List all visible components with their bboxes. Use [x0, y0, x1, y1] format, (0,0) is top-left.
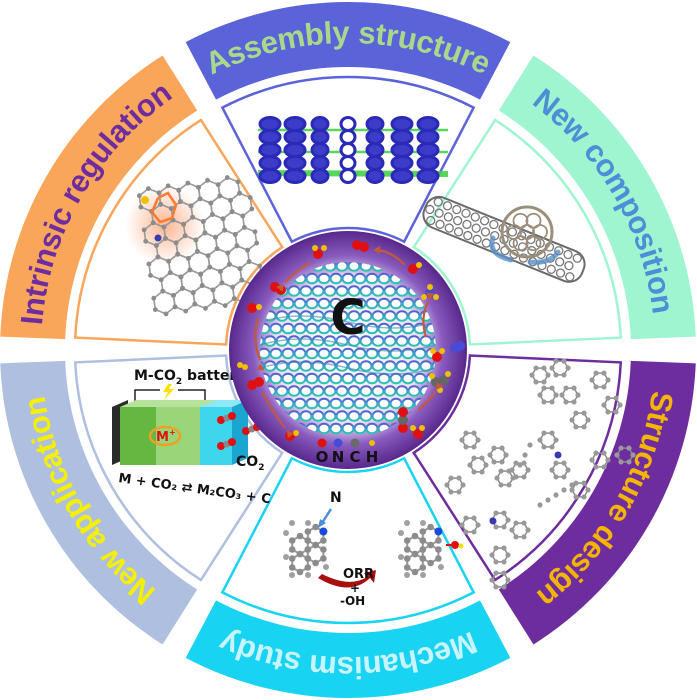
legend-dot-h	[369, 440, 375, 446]
ion-label: M+	[156, 428, 176, 445]
band-structure	[498, 360, 696, 645]
co2-molecules	[217, 412, 261, 450]
band-intrinsic	[0, 55, 198, 340]
intrinsic-illustration	[125, 175, 264, 317]
orbiting-molecules	[237, 240, 465, 441]
nitrogen-label: N	[330, 490, 342, 506]
legend-dot-n	[333, 438, 343, 448]
hydroxyl-label: -OH	[340, 594, 365, 608]
legend-label: H	[366, 448, 379, 466]
center-carbon-label: C	[330, 290, 365, 346]
lightning-icon	[163, 384, 174, 400]
fullerene	[500, 205, 554, 259]
co2-label: CO2	[236, 454, 264, 473]
band-assembly	[185, 1, 511, 100]
legend-label: C	[349, 448, 360, 466]
band-application	[0, 360, 198, 645]
panel-mechanism	[220, 456, 476, 625]
legend-label: N	[332, 448, 345, 466]
battery-illustration: M-CO2 batteries M+ CO2 M + CO₂ ⇄ M₂CO₃ +…	[112, 368, 272, 507]
panel-composition	[412, 118, 623, 346]
mechanism-illustration: N ORR + -OH	[283, 490, 464, 608]
assembly-illustration	[257, 116, 449, 184]
panel-structure	[412, 354, 623, 582]
orr-label: ORR	[343, 567, 374, 582]
band-mechanism	[185, 600, 511, 698]
composition-illustration	[422, 195, 586, 283]
orr-arrow-icon	[318, 570, 376, 588]
plus-label: +	[350, 581, 360, 595]
legend-label: O	[316, 448, 329, 466]
legend-dot-o	[317, 438, 327, 448]
structure-illustration	[444, 358, 636, 590]
legend-dot-c	[350, 438, 360, 448]
band-composition	[498, 55, 696, 340]
